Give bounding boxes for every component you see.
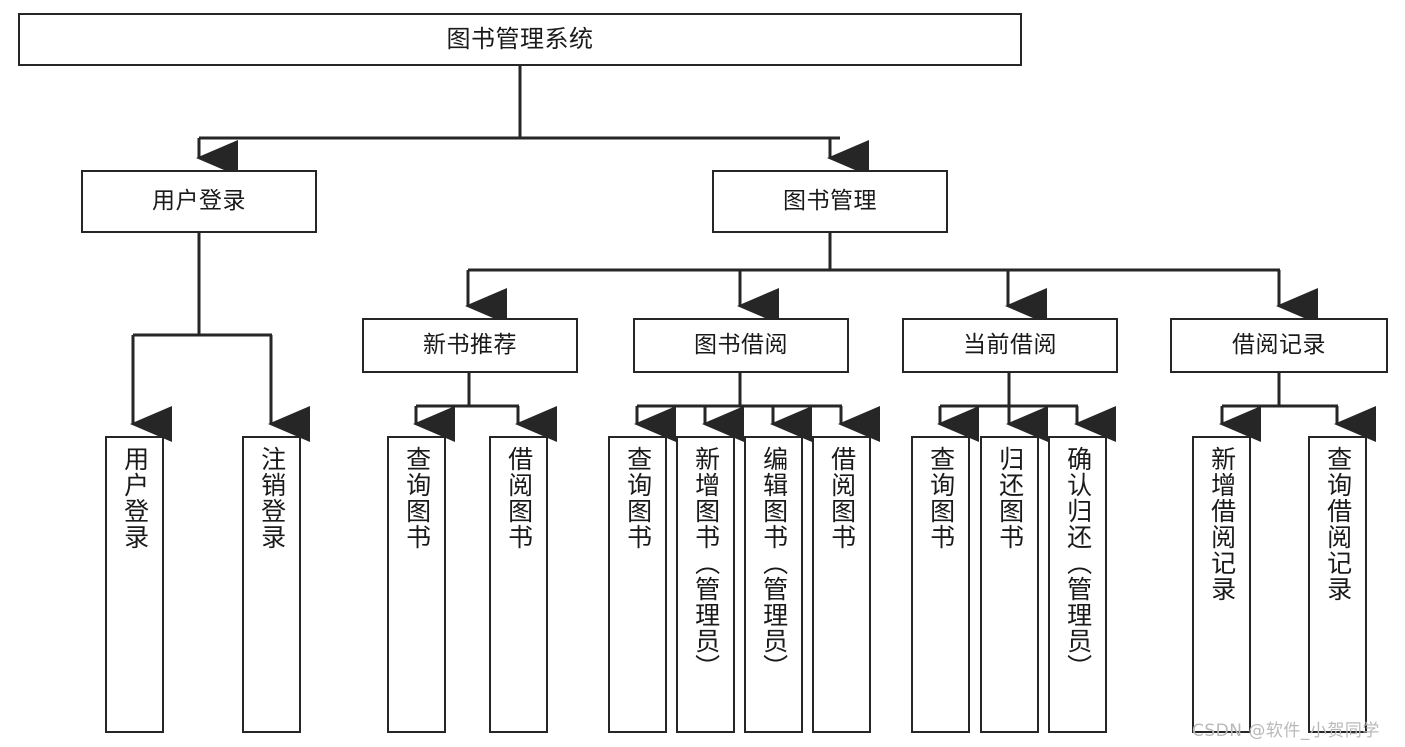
leaf-logout[interactable]: 注销登录 [242, 436, 301, 733]
leaf-return-book[interactable]: 归还图书 [980, 436, 1039, 733]
leaf-add-book[interactable]: 新增图书（管理员） [676, 436, 735, 733]
leaf-query-borrow-record[interactable]: 查询借阅记录 [1308, 436, 1367, 733]
node-label: 当前借阅 [963, 331, 1057, 358]
node-new-book-recommend[interactable]: 新书推荐 [362, 318, 578, 373]
node-label: 用户登录 [152, 187, 246, 214]
node-label: 借阅图书 [827, 446, 857, 550]
watermark-text: CSDN @软件_小贺同学 [1192, 721, 1380, 741]
node-label: 归还图书 [995, 446, 1025, 550]
node-label: 查询借阅记录 [1323, 446, 1353, 602]
node-label: 查询图书 [926, 446, 956, 550]
leaf-user-login[interactable]: 用户登录 [105, 436, 164, 733]
node-label: 图书管理 [783, 187, 877, 214]
node-borrow-record[interactable]: 借阅记录 [1170, 318, 1388, 373]
leaf-query-book-current[interactable]: 查询图书 [911, 436, 970, 733]
leaf-query-book-borrow[interactable]: 查询图书 [608, 436, 667, 733]
leaf-query-book-recommend[interactable]: 查询图书 [387, 436, 446, 733]
node-label: 新增图书（管理员） [691, 446, 721, 680]
leaf-borrow-book-recommend[interactable]: 借阅图书 [489, 436, 548, 733]
node-label: 查询图书 [623, 446, 653, 550]
node-book-management[interactable]: 图书管理 [712, 170, 948, 233]
node-label: 注销登录 [257, 446, 287, 550]
node-label: 编辑图书（管理员） [759, 446, 789, 680]
leaf-edit-book[interactable]: 编辑图书（管理员） [744, 436, 803, 733]
leaf-add-borrow-record[interactable]: 新增借阅记录 [1192, 436, 1251, 733]
node-label: 借阅图书 [504, 446, 534, 550]
node-label: 查询图书 [402, 446, 432, 550]
node-root-system[interactable]: 图书管理系统 [18, 13, 1022, 66]
node-label: 用户登录 [120, 446, 150, 550]
node-label: 图书借阅 [694, 331, 788, 358]
node-book-borrow[interactable]: 图书借阅 [633, 318, 849, 373]
node-label: 图书管理系统 [446, 25, 594, 54]
node-label: 新书推荐 [423, 331, 517, 358]
node-label: 新增借阅记录 [1207, 446, 1237, 602]
node-current-borrow[interactable]: 当前借阅 [902, 318, 1118, 373]
leaf-borrow-book[interactable]: 借阅图书 [812, 436, 871, 733]
leaf-confirm-return[interactable]: 确认归还（管理员） [1048, 436, 1107, 733]
node-label: 确认归还（管理员） [1063, 446, 1093, 680]
node-user-login[interactable]: 用户登录 [81, 170, 317, 233]
node-label: 借阅记录 [1232, 331, 1326, 358]
